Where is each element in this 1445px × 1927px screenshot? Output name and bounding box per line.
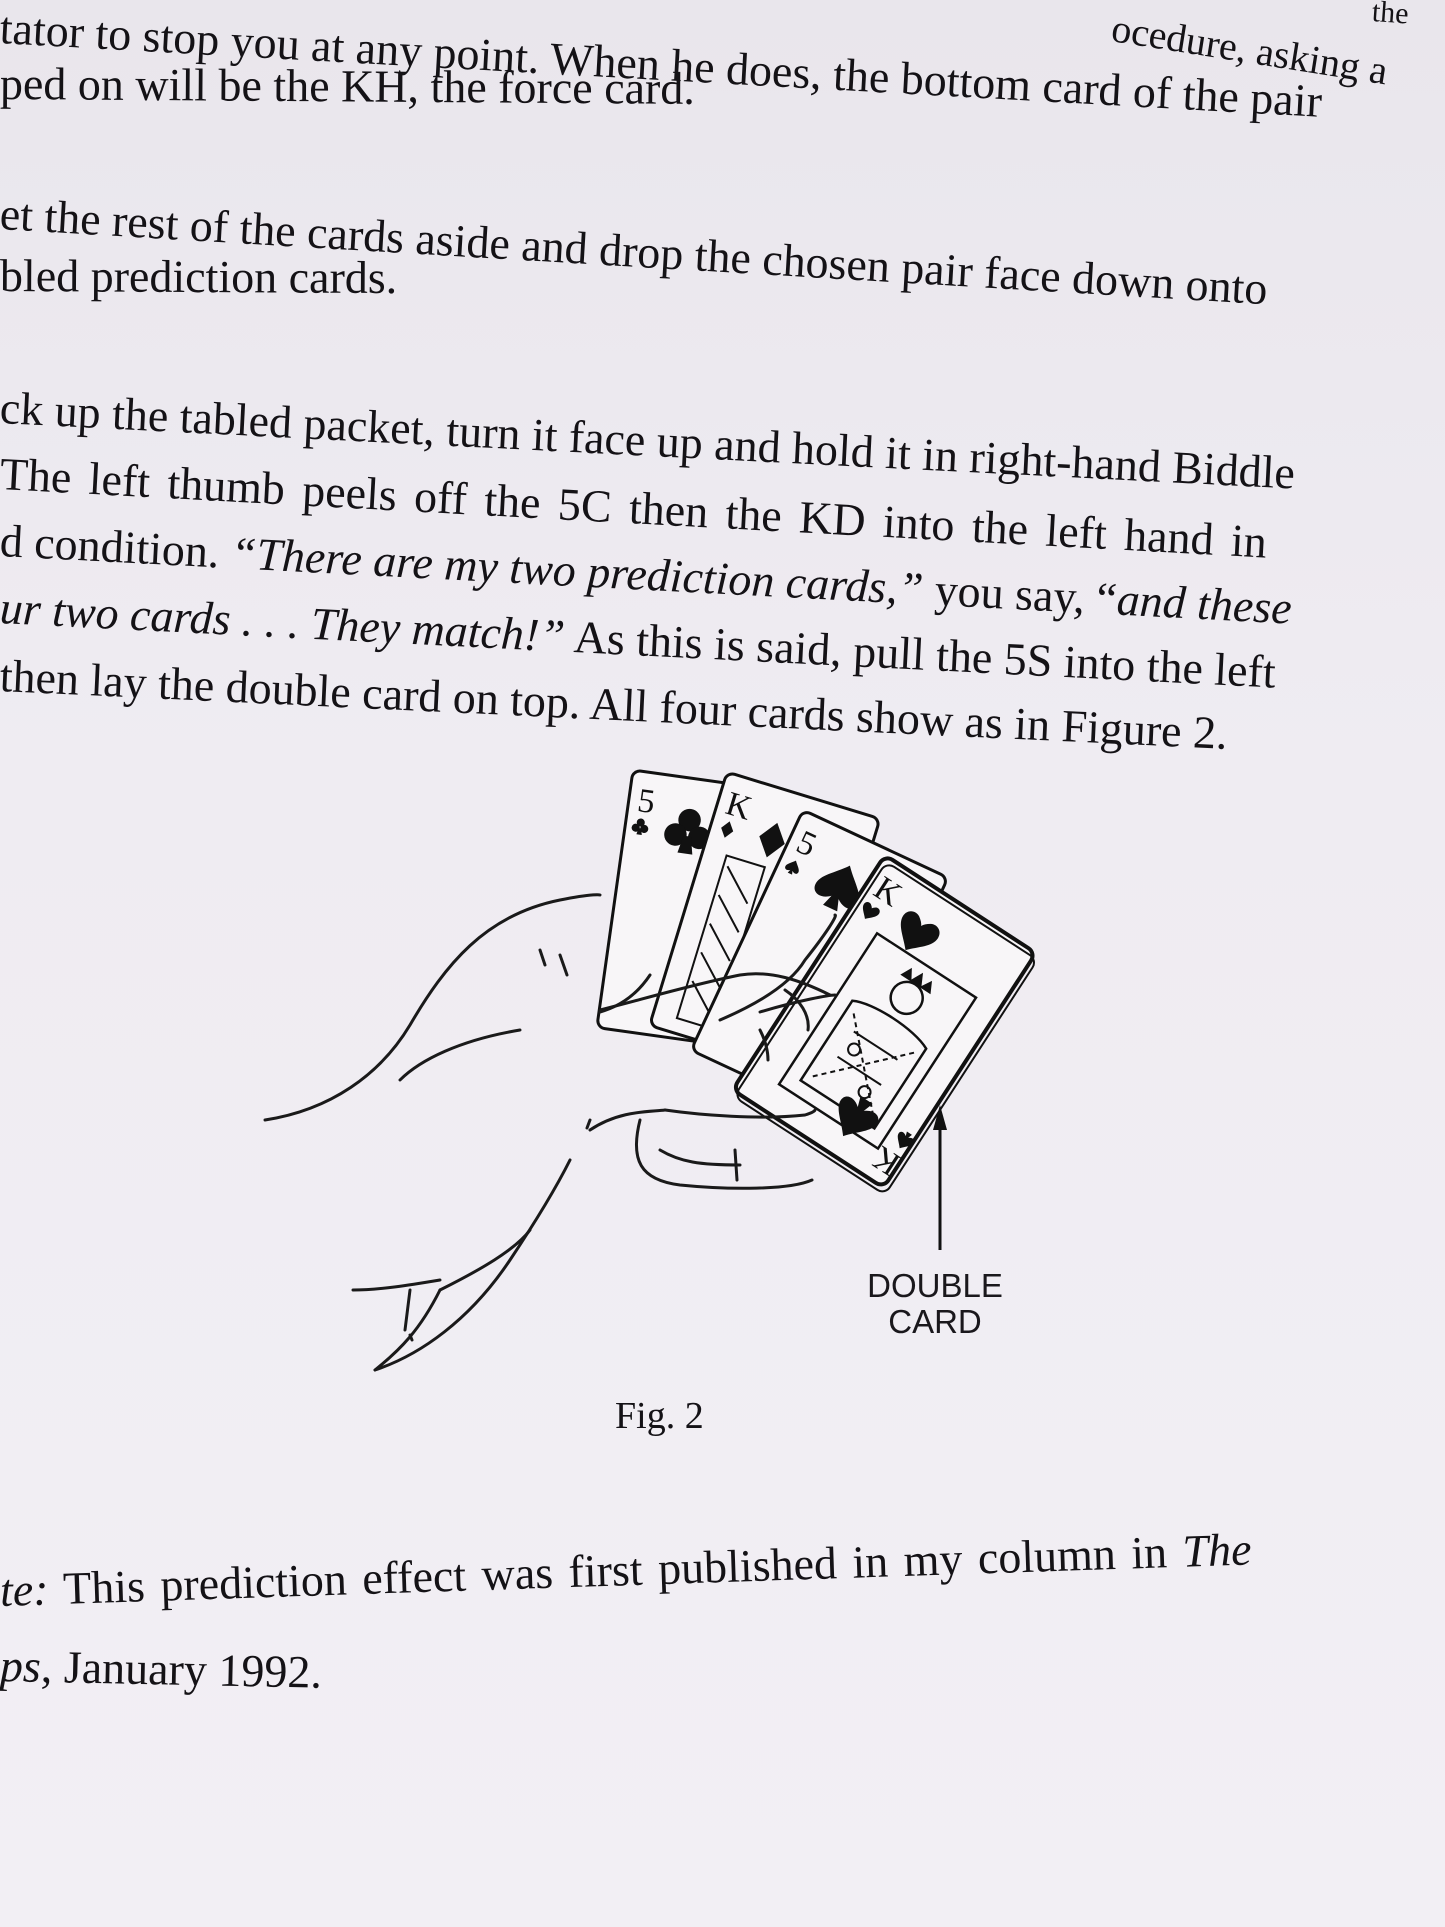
text-line-12: ps, January 1992. [0, 1640, 322, 1699]
double-card-label: DOUBLE CARD [850, 1268, 1020, 1340]
italic-span: The [1181, 1523, 1253, 1577]
figure-caption: Fig. 2 [615, 1395, 704, 1437]
italic-span: te: [0, 1563, 50, 1616]
hand-drawing [263, 893, 837, 1372]
card-rank: 5 [635, 782, 657, 821]
double-card-arrow [933, 1105, 947, 1250]
italic-span: ps [0, 1640, 42, 1692]
label-line: CARD [888, 1303, 982, 1340]
text-span: , January 1992. [40, 1640, 323, 1698]
label-line: DOUBLE [867, 1267, 1003, 1304]
